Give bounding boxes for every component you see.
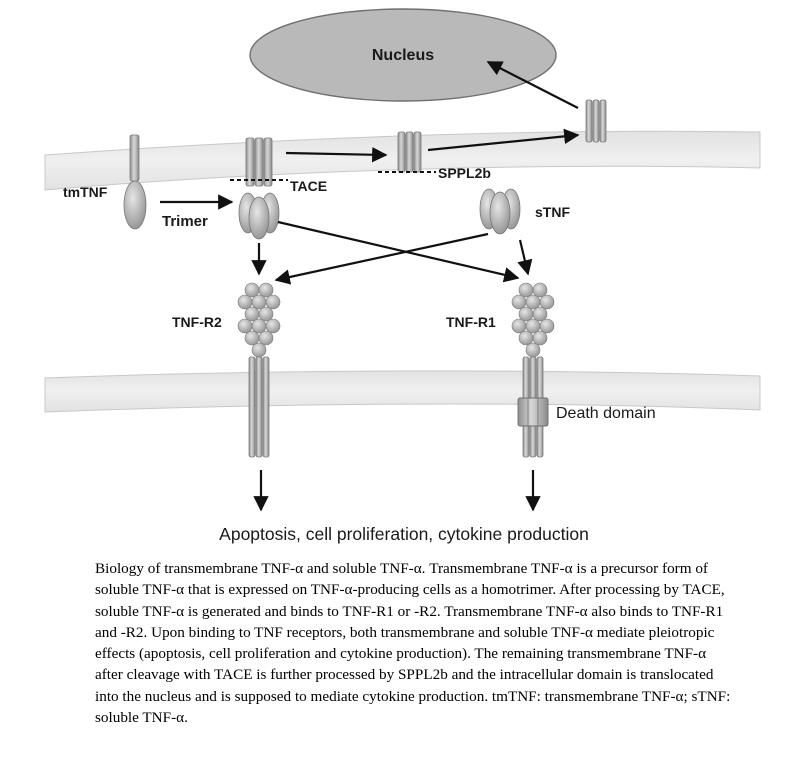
lower-cell-membrane [44,370,761,413]
tnf-r2-label: TNF-R2 [172,314,222,330]
trimer-label: Trimer [162,213,208,230]
tnf-biology-diagram: Nucleus tmTNF Trimer TACE SPPL2b [44,8,761,544]
tnf-r1-label: TNF-R1 [446,314,496,330]
sppl2b-label: SPPL2b [438,165,491,181]
arrow-to-intracellular-domain [427,128,580,152]
death-domain-block [517,397,549,427]
arrow-to-nucleus [486,61,579,109]
nucleus-label: Nucleus [372,47,434,64]
arrow-trimer-to-tnf-r1 [277,220,520,283]
stnf-molecule [479,188,521,235]
arrow-stnf-to-tnf-r1 [517,239,533,276]
figure-caption: Biology of transmembrane TNF-α and solub… [95,560,731,727]
tmtnf-trimer [238,137,280,240]
arrow-stnf-to-tnf-r2 [274,232,489,285]
tnf-r2-receptor [237,282,281,458]
tace-label: TACE [290,178,327,194]
intracellular-domain [585,99,607,143]
death-domain-label: Death domain [556,405,656,422]
tnf-r1-receptor [511,282,555,458]
arrow-to-sppl2b [285,147,388,163]
tmtnf-molecule [123,134,147,230]
nucleus: Nucleus [249,8,557,102]
tace-cleaved-fragment [397,131,422,173]
tmtnf-label: tmTNF [63,184,108,200]
outcome-label: Apoptosis, cell proliferation, cytokine … [219,524,589,544]
stnf-label: sTNF [535,204,570,220]
